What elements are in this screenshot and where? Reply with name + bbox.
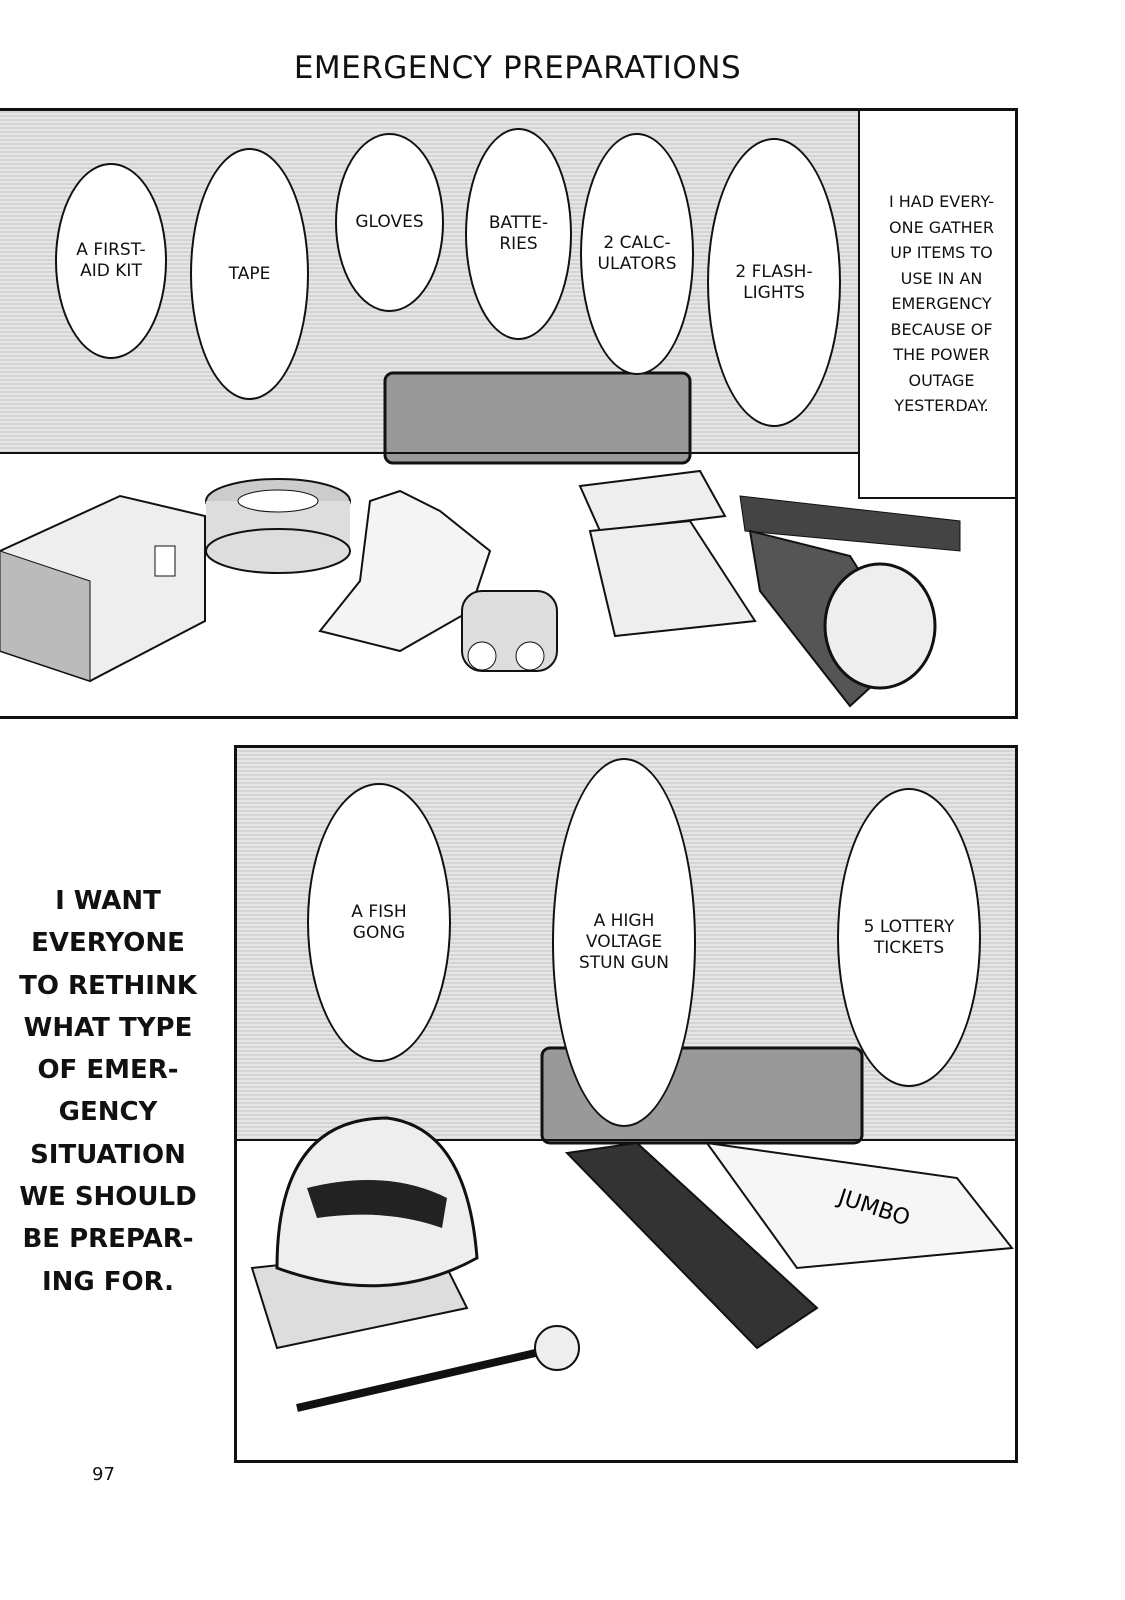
caption-line: WE SHOULD: [19, 1182, 197, 1213]
caption-line: EVERYONE: [31, 928, 185, 959]
speech-bubble-lottery-tickets: 5 LOTTERY TICKETS: [837, 788, 981, 1087]
chair-back: [383, 371, 692, 465]
caption-line: GENCY: [58, 1097, 158, 1128]
fish-gong-drawing: [250, 1116, 580, 1412]
narration-line: I HAD EVERY-: [888, 192, 995, 212]
caption-line: WHAT TYPE: [23, 1012, 193, 1043]
speech-bubble-stun-gun: A HIGH VOLTAGE STUN GUN: [552, 758, 696, 1127]
narration-line: ONE GATHER: [889, 217, 994, 237]
first-aid-kit-drawing: [0, 494, 206, 683]
caption-line: TO RETHINK: [19, 970, 197, 1001]
narration-line: USE IN AN: [900, 268, 983, 288]
narration-line: UP ITEMS TO: [890, 243, 993, 263]
speech-bubble-calculators: 2 CALC- ULATORS: [580, 133, 694, 375]
speech-bubble-gloves: GLOVES: [335, 133, 444, 312]
caption-line: I WANT: [55, 886, 161, 916]
speech-bubble-first-aid-kit: A FIRST- AID KIT: [55, 163, 167, 359]
speech-bubble-batteries: BATTE- RIES: [465, 128, 572, 340]
calculators-drawing: [578, 469, 757, 638]
narration-line: YESTERDAY.: [894, 396, 989, 416]
panel-1-illustration: [0, 371, 961, 708]
caption-line: SITUATION: [30, 1139, 186, 1170]
tape-drawing: [205, 478, 351, 574]
flashlights-drawing: [739, 495, 961, 708]
speech-bubble-fish-gong: A FISH GONG: [307, 783, 451, 1062]
narration-line: BECAUSE OF: [890, 319, 993, 339]
caption-line: OF EMER-: [37, 1055, 179, 1086]
narration-line: THE POWER: [893, 345, 990, 365]
side-caption: I WANT EVERYONE TO RETHINK WHAT TYPE OF …: [8, 880, 208, 1303]
panel-1: A FIRST- AID KIT TAPE GLOVES BATTE- RIES…: [0, 108, 1018, 719]
caption-line: ING FOR.: [41, 1266, 175, 1297]
page-title: EMERGENCY PREPARATIONS: [293, 50, 742, 86]
speech-bubble-flashlights: 2 FLASH- LIGHTS: [707, 138, 841, 427]
narration-box: I HAD EVERY- ONE GATHER UP ITEMS TO USE …: [858, 111, 1015, 499]
narration-line: EMERGENCY: [891, 294, 992, 314]
caption-line: BE PREPAR-: [22, 1224, 194, 1255]
page-number: 97: [92, 1464, 115, 1485]
panel-2: JUMBO A FISH GONG A HIGH VOLTAGE STUN GU…: [234, 745, 1018, 1463]
batteries-drawing: [461, 590, 558, 672]
narration-line: OUTAGE: [908, 370, 975, 390]
speech-bubble-tape: TAPE: [190, 148, 309, 400]
gloves-drawing: [318, 489, 492, 653]
lottery-tickets-drawing: JUMBO: [704, 1141, 1014, 1270]
stun-gun-drawing: [564, 1141, 819, 1350]
